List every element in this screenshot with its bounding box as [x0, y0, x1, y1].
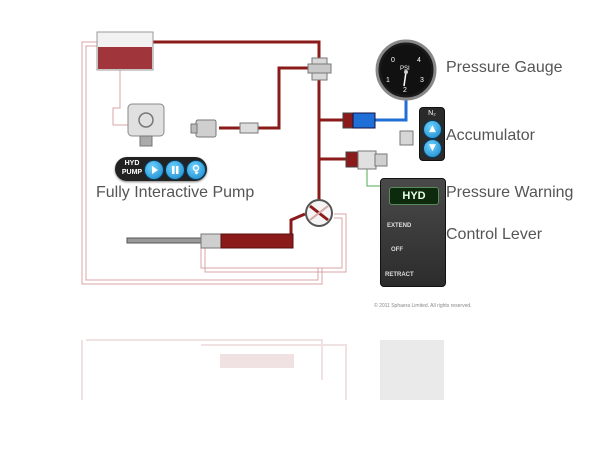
actuator-cylinder — [126, 233, 294, 249]
pressure-warning-label: Pressure Warning — [446, 184, 574, 201]
n2-decrease-button[interactable]: ▼ — [423, 139, 442, 158]
pump-label: Fully Interactive Pump — [96, 184, 255, 201]
n2-increase-button[interactable]: ▲ — [423, 120, 442, 139]
pressure-gauge-label: Pressure Gauge — [446, 59, 563, 76]
gauge-tick-4: 4 — [417, 57, 421, 64]
hyd-warning-display: HYD — [389, 187, 439, 205]
lever-retract-label: RETRACT — [385, 272, 414, 278]
pump-label-line2: PUMP — [121, 169, 143, 176]
selector-valve — [305, 199, 333, 227]
pump-label-line1: HYD — [124, 160, 140, 167]
tee-fitting — [307, 57, 332, 81]
gauge-tick-1: 1 — [386, 77, 390, 84]
n2-label: N₂ — [428, 110, 436, 117]
reflection — [81, 339, 444, 400]
pause-icon — [172, 166, 179, 174]
pump[interactable] — [127, 103, 165, 147]
warning-line — [366, 169, 380, 187]
gauge-line — [375, 95, 408, 122]
gauge-tick-2: 2 — [403, 87, 407, 94]
gauge-tick-0: 0 — [391, 57, 395, 64]
control-lever-label: Control Lever — [446, 226, 543, 243]
lever-extend-label: EXTEND — [387, 223, 412, 229]
gauge-needle — [403, 71, 407, 87]
pressure-switch — [345, 150, 388, 170]
copyright-text: © 2011 Sphaera Limited. All rights reser… — [374, 303, 472, 309]
filter — [190, 119, 259, 138]
reset-icon — [192, 164, 200, 175]
hyd-control-panel: HYD EXTEND OFF RETRACT — [380, 178, 446, 287]
accumulator-valve — [342, 112, 414, 146]
reset-button[interactable] — [186, 160, 206, 180]
pressure-lines — [153, 40, 346, 236]
chevron-up-icon: ▲ — [429, 124, 436, 134]
lever-off-label: OFF — [391, 247, 403, 253]
pump-control-label: HYD PUMP — [121, 159, 143, 177]
pump-control: HYD PUMP — [115, 157, 207, 181]
play-icon — [152, 166, 158, 174]
reservoir — [96, 31, 154, 71]
chevron-down-icon: ▼ — [429, 143, 436, 153]
accumulator-label: Accumulator — [446, 127, 535, 144]
pause-button[interactable] — [165, 160, 185, 180]
play-button[interactable] — [144, 160, 164, 180]
gauge-unit: PSI — [400, 66, 410, 72]
n2-panel: N₂ ▲ ▼ — [419, 107, 445, 161]
gauge-tick-3: 3 — [420, 77, 424, 84]
pressure-gauge: 0 1 2 3 4 PSI — [375, 39, 437, 101]
